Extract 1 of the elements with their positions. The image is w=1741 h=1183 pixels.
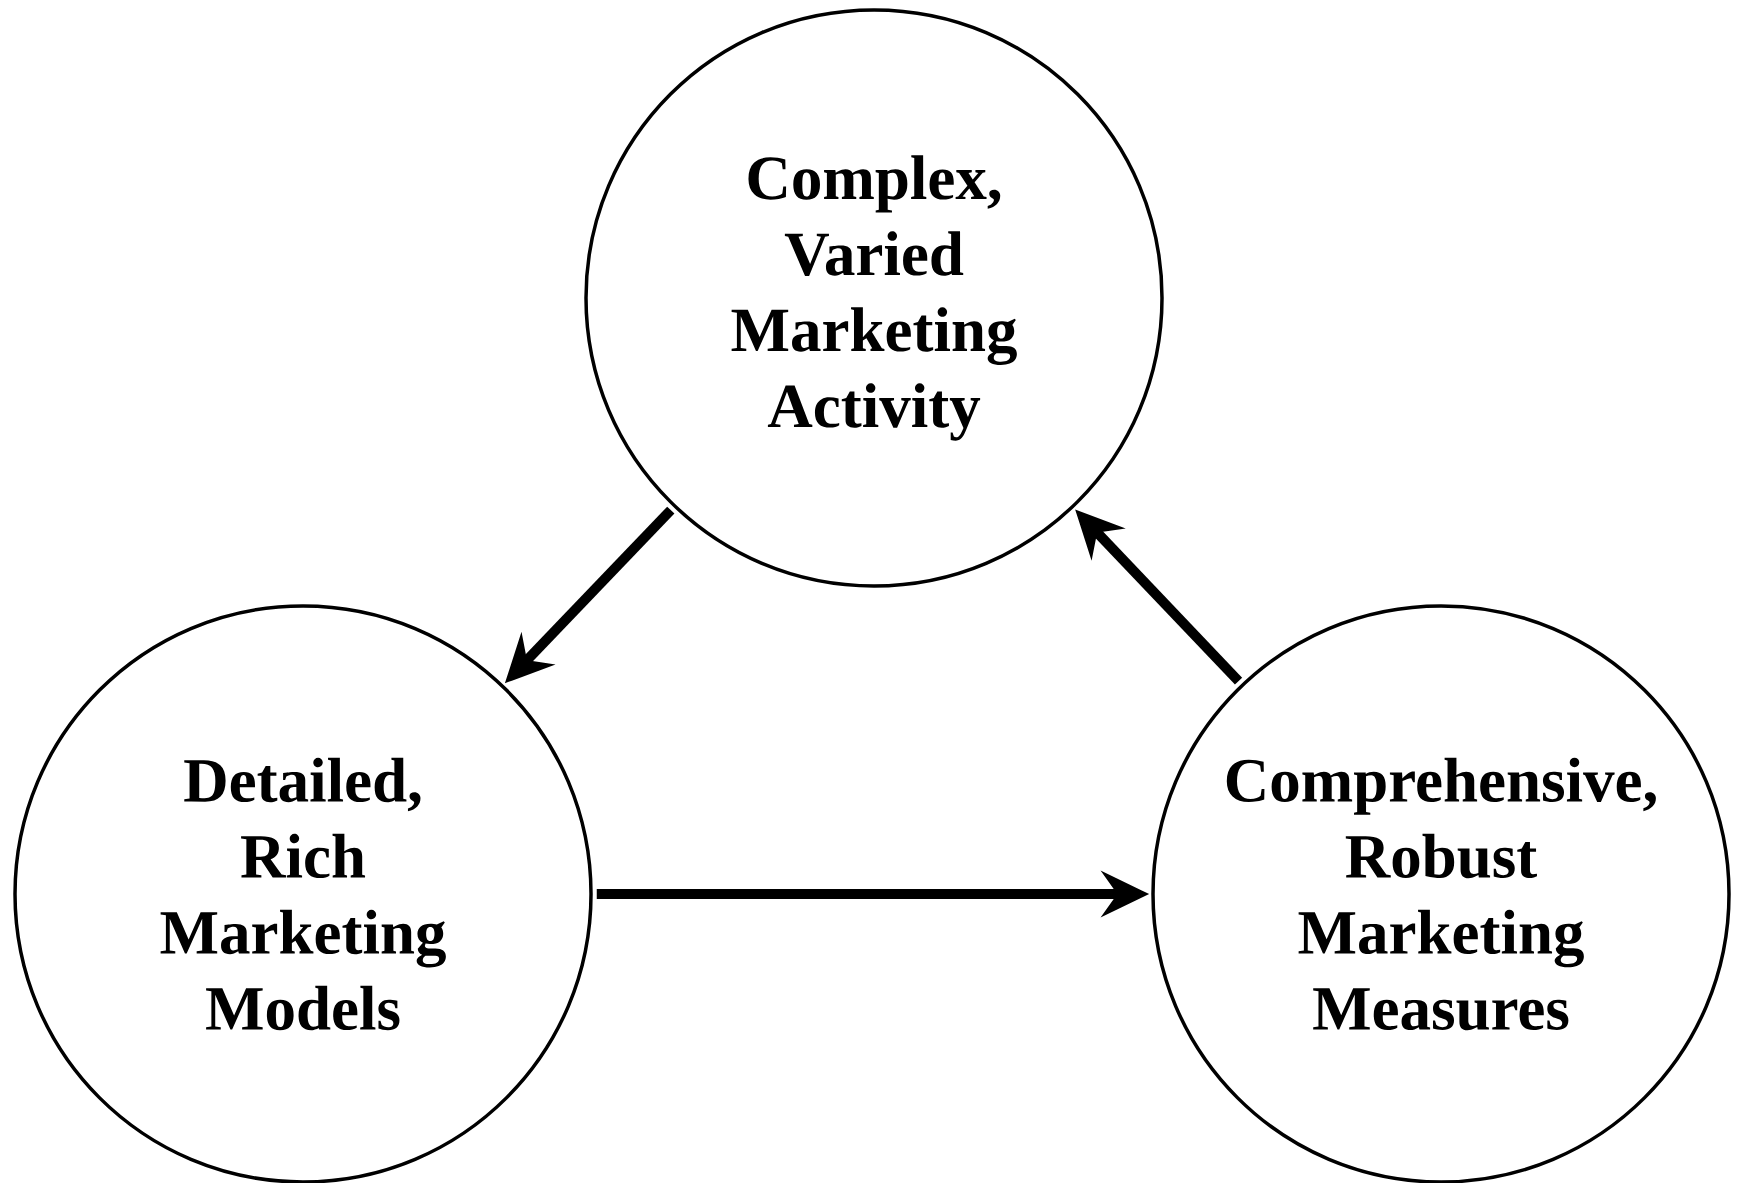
circle-node: Complex, Varied Marketing Activity [584,8,1164,588]
